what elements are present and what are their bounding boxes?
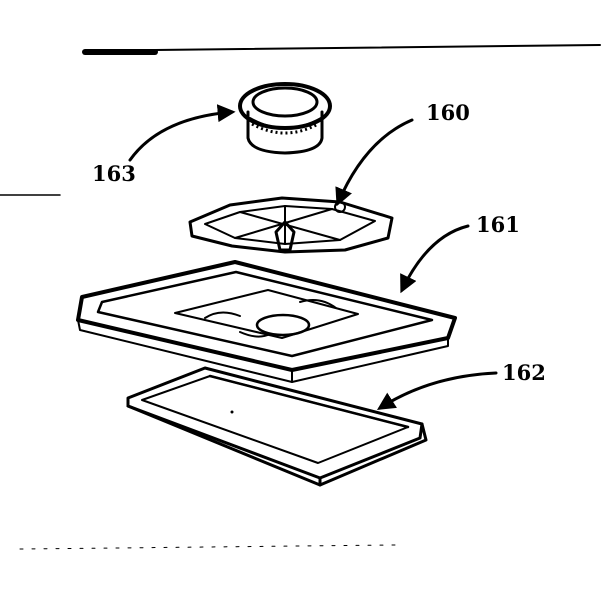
callout-label-162: 162 [502, 360, 546, 385]
leader-arrow-163 [128, 104, 236, 162]
callout-label-161: 161 [476, 212, 520, 237]
callout-label-160: 160 [426, 100, 470, 125]
leader-arrows [128, 104, 498, 410]
callout-label-163: 163 [92, 161, 136, 186]
leader-arrow-161 [400, 224, 470, 294]
leader-arrow-160 [335, 118, 414, 207]
grate-tray-part [76, 260, 457, 383]
scan-frame-lines [0, 44, 601, 550]
drip-pan-part [126, 366, 428, 487]
burner-cap-part [238, 82, 332, 155]
burner-head-part [188, 196, 394, 254]
leader-arrow-162 [376, 371, 498, 410]
